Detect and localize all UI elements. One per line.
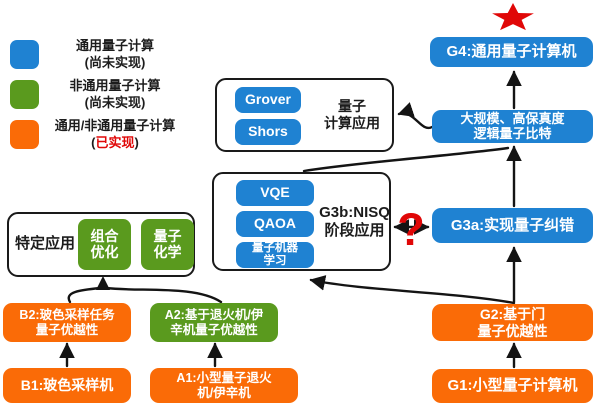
arrow-a2-to-specific xyxy=(104,286,223,304)
node-a1: A1:小型量子退火 机/伊辛机 xyxy=(150,368,298,403)
chip-quantum-chemistry: 量子 化学 xyxy=(141,219,194,270)
legend-item-universal: 通用量子计算 (尚未实现) xyxy=(10,38,185,72)
legend-label: 通用/非通用量子计算 xyxy=(54,118,176,133)
chip-shors: Shors xyxy=(235,119,301,145)
chip-qaoa: QAOA xyxy=(236,211,314,237)
node-b1: B1:玻色采样机 xyxy=(3,368,131,403)
star-icon xyxy=(492,3,534,31)
group-nisq-applications: VQE QAOA 量子机器 学习 G3b:NISQ 阶段应用 xyxy=(212,172,391,271)
legend-item-nonuniversal: 非通用量子计算 (尚未实现) xyxy=(10,78,185,112)
legend-status: (已实现) xyxy=(91,134,139,150)
node-a2: A2:基于退火机/伊 辛机量子优越性 xyxy=(150,303,278,342)
arrow-b2-to-specific xyxy=(67,286,102,304)
chip-quantum-ml: 量子机器 学习 xyxy=(236,242,314,268)
arrow-g2-to-nisq xyxy=(309,275,516,305)
chip-vqe: VQE xyxy=(236,180,314,206)
group-qc-applications: Grover Shors 量子 计算应用 xyxy=(215,78,394,152)
legend-swatch-orange xyxy=(10,120,39,150)
node-b2: B2:玻色采样任务 量子优越性 xyxy=(3,303,131,342)
node-g4: G4:通用量子计算机 xyxy=(430,37,593,67)
group-nisq-label: G3b:NISQ 阶段应用 xyxy=(319,203,390,239)
group-qc-applications-label: 量子 计算应用 xyxy=(324,98,380,131)
legend-swatch-blue xyxy=(10,40,39,70)
node-logical-qubits: 大规模、高保真度 逻辑量子比特 xyxy=(432,110,593,143)
legend-status: (尚未实现) xyxy=(84,54,146,70)
arrow-nisq-to-logicalqubits xyxy=(302,146,510,173)
legend-item-realized: 通用/非通用量子计算 (已实现) xyxy=(10,118,185,152)
group-specific-label: 特定应用 xyxy=(14,235,75,252)
legend-label: 通用量子计算 xyxy=(75,38,154,53)
legend-swatch-green xyxy=(10,80,39,110)
node-g3a: G3a:实现量子纠错 xyxy=(432,208,593,243)
question-mark-annotation: ? xyxy=(397,204,425,255)
chip-grover: Grover xyxy=(235,87,301,113)
legend-status: (尚未实现) xyxy=(84,94,146,110)
chip-combinatorial-optimization: 组合 优化 xyxy=(78,219,131,270)
node-g2: G2:基于门 量子优越性 xyxy=(432,304,593,341)
node-g1: G1:小型量子计算机 xyxy=(432,369,593,403)
specific-arrowhead xyxy=(96,276,110,290)
arrow-logicalqubits-to-qcapps xyxy=(397,102,434,130)
group-specific-applications: 特定应用 组合 优化 量子 化学 xyxy=(7,212,195,277)
legend-label: 非通用量子计算 xyxy=(69,78,161,93)
